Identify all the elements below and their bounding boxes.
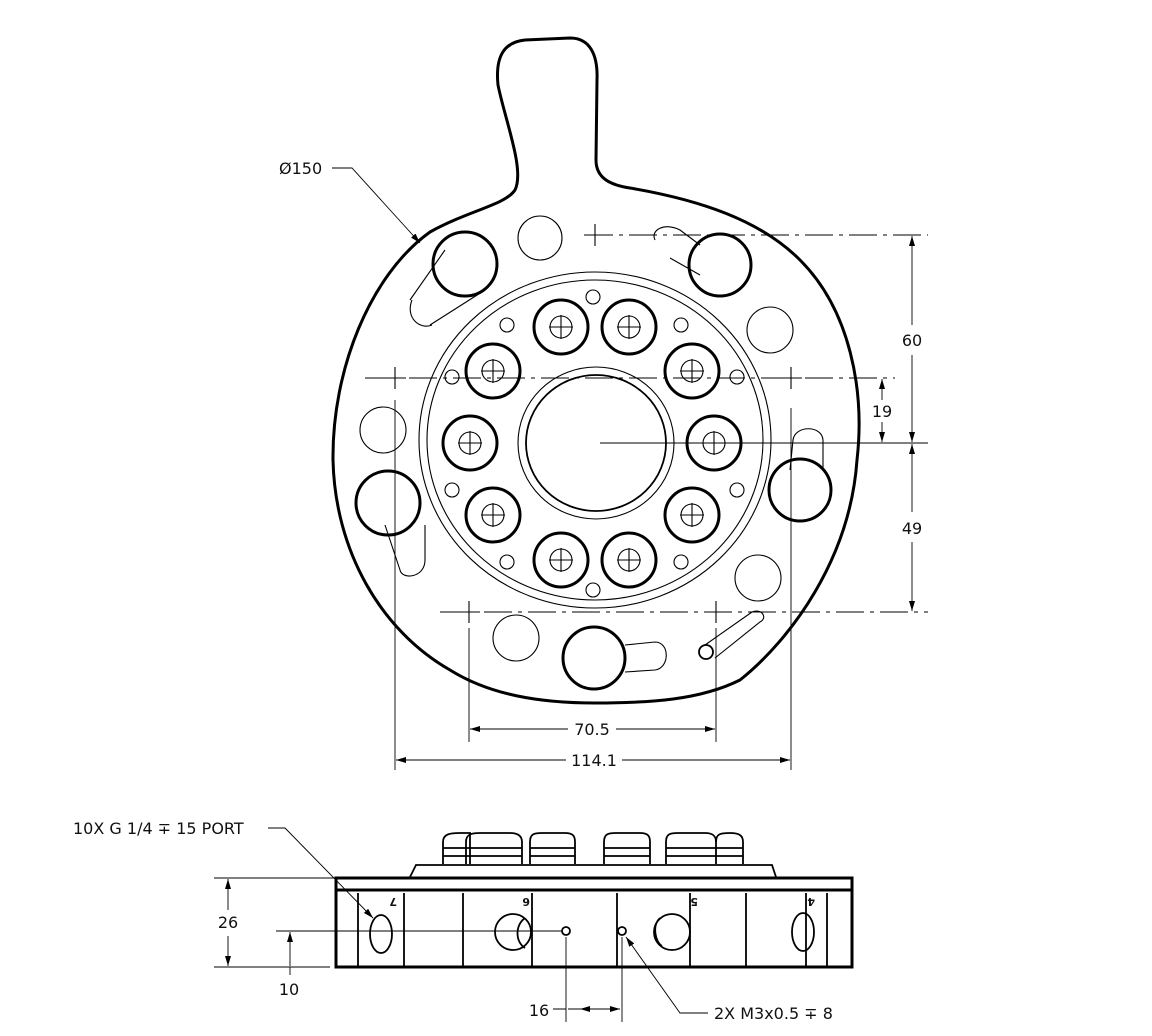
body-dividers <box>357 893 828 966</box>
port <box>532 531 590 589</box>
fittings <box>442 832 744 864</box>
port <box>441 414 499 472</box>
dim-10: 10 <box>279 980 299 999</box>
centerlines <box>365 224 928 770</box>
port-number-5: 5 <box>690 895 698 908</box>
port <box>663 342 721 400</box>
small-holes <box>444 289 745 598</box>
dim-26: 26 <box>218 913 238 932</box>
side-view: 7 6 5 4 26 10 16 10X G 1/4 ∓ 15 PORT 2X … <box>73 819 854 1023</box>
plate-outline <box>331 36 861 705</box>
thread-callout: 2X M3x0.5 ∓ 8 <box>714 1004 833 1023</box>
outer-diameter-label: Ø150 <box>279 159 322 178</box>
port <box>464 342 522 400</box>
port <box>532 298 590 356</box>
dim-16: 16 <box>529 1001 549 1020</box>
mounting-holes <box>354 215 833 691</box>
top-step <box>409 864 777 878</box>
port-number-7: 7 <box>389 895 397 908</box>
port-ring <box>441 298 743 589</box>
dim-19: 19 <box>872 402 892 421</box>
port-callout: 10X G 1/4 ∓ 15 PORT <box>73 819 244 838</box>
top-view: 60 19 49 70.5 114.1 Ø150 <box>279 36 928 770</box>
side-ports <box>369 912 815 954</box>
dimensions: 60 19 49 70.5 114.1 Ø150 <box>279 159 922 770</box>
port <box>600 531 658 589</box>
port <box>600 298 658 356</box>
port <box>663 486 721 544</box>
port-number-6: 6 <box>522 895 530 908</box>
dim-49: 49 <box>902 519 922 538</box>
body <box>334 888 854 969</box>
dim-70-5: 70.5 <box>574 720 610 739</box>
dim-60: 60 <box>902 331 922 350</box>
port <box>464 486 522 544</box>
outer-ring <box>418 271 772 609</box>
port-number-4: 4 <box>807 895 815 908</box>
body-top-plate <box>334 876 854 892</box>
dim-114-1: 114.1 <box>571 751 617 770</box>
inner-ring <box>426 279 764 601</box>
side-dimensions: 26 10 16 10X G 1/4 ∓ 15 PORT 2X M3x0.5 ∓… <box>73 819 833 1023</box>
